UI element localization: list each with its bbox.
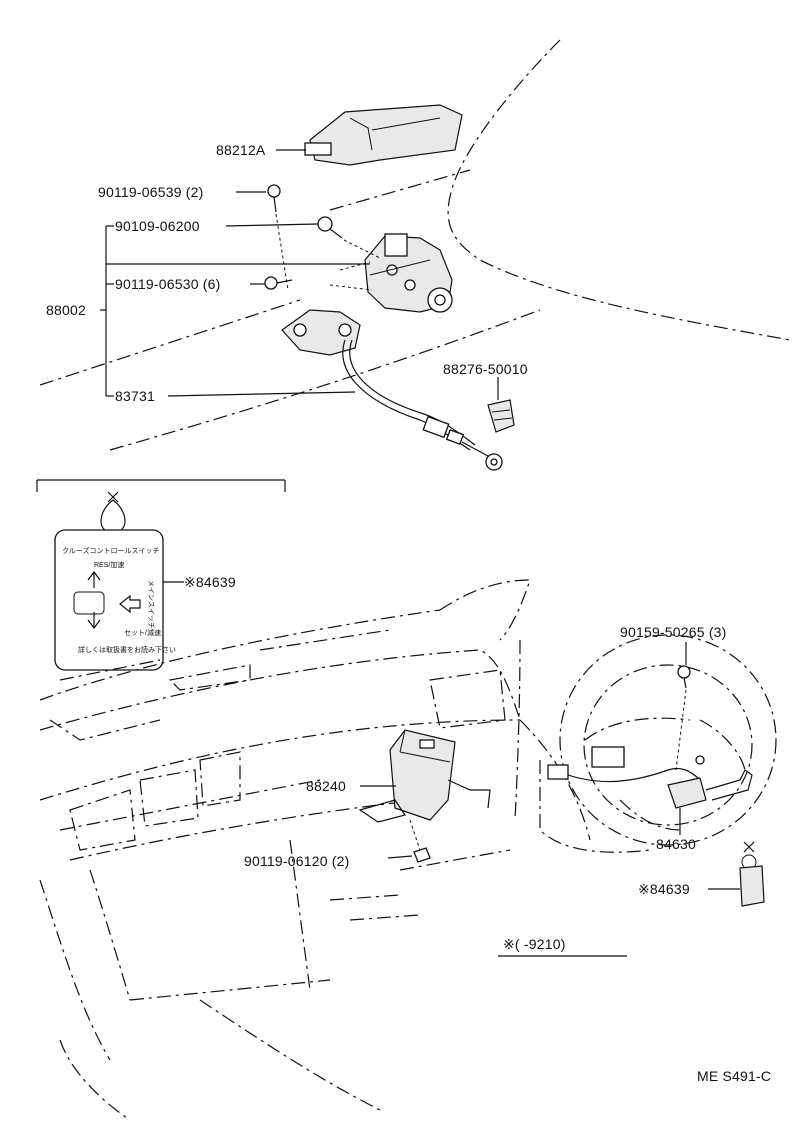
cruise-computer: [358, 729, 491, 823]
tag-title: クルーズコントロールスイッチ: [62, 546, 159, 555]
steering-screw: [675, 665, 691, 771]
leader-cable: [167, 391, 356, 397]
down-arrow-icon: [87, 612, 101, 629]
label-bolt-bracket: 90119-06530 (6): [115, 276, 220, 292]
group-bracket-88002: [100, 225, 370, 397]
cover-part: [304, 104, 463, 166]
tag-box-frame: [36, 479, 286, 492]
body-outline-upper: [39, 39, 791, 451]
label-bolt-actuator: 90109-06200: [115, 218, 200, 234]
bolt-actuator: [317, 216, 381, 259]
label-computer: 88240: [306, 778, 346, 794]
left-arrow-icon: [119, 594, 141, 614]
computer-bolt: [409, 819, 431, 863]
label-bolt-top: 90119-06539 (2): [98, 184, 203, 200]
tag-bottom-text: セット/減速: [124, 628, 161, 637]
label-cable: 83731: [115, 388, 155, 404]
label-steering-screw: 90159-50265 (3): [620, 624, 727, 640]
tag-side-text: メインスイッチ: [147, 580, 155, 629]
up-arrow-icon: [87, 571, 101, 588]
label-clamp: 88276-50010: [443, 361, 528, 377]
svg-text:メインスイッチ: メインスイッチ: [147, 580, 155, 629]
label-cover: 88212A: [216, 142, 266, 158]
label-switch: 84630: [656, 836, 696, 852]
tag-top-text: RES/加速: [94, 560, 124, 569]
tag-footer-text: 詳しくは取扱書をお読み下さい: [78, 645, 176, 654]
cable-clamp: [487, 399, 515, 433]
bracket-and-cable: [281, 309, 503, 471]
steering-wheel: [539, 634, 777, 853]
label-tag-left: ※84639: [184, 574, 236, 590]
instrument-panel-outline: [39, 579, 591, 1121]
footnote-text: ※( -9210): [503, 936, 566, 952]
label-tag-right: ※84639: [638, 881, 690, 897]
leader-computer-bolt: [387, 855, 413, 859]
leader-bolt-actuator: [225, 223, 319, 227]
actuator-assembly: [329, 233, 453, 313]
label-actuator-assy: 88002: [46, 302, 86, 318]
instruction-tag-left: クルーズコントロールスイッチ RES/加速 セット/減速 詳しくは取扱書をお読み…: [54, 491, 176, 671]
switch-icon: [73, 591, 105, 615]
cruise-switch: [547, 746, 753, 809]
diagram-code: ME S491-C: [697, 1068, 771, 1084]
bolt-top: [267, 184, 289, 291]
instruction-tag-right: [739, 841, 765, 907]
bolt-bracket: [264, 276, 293, 290]
label-computer-bolt: 90119-06120 (2): [244, 853, 349, 869]
